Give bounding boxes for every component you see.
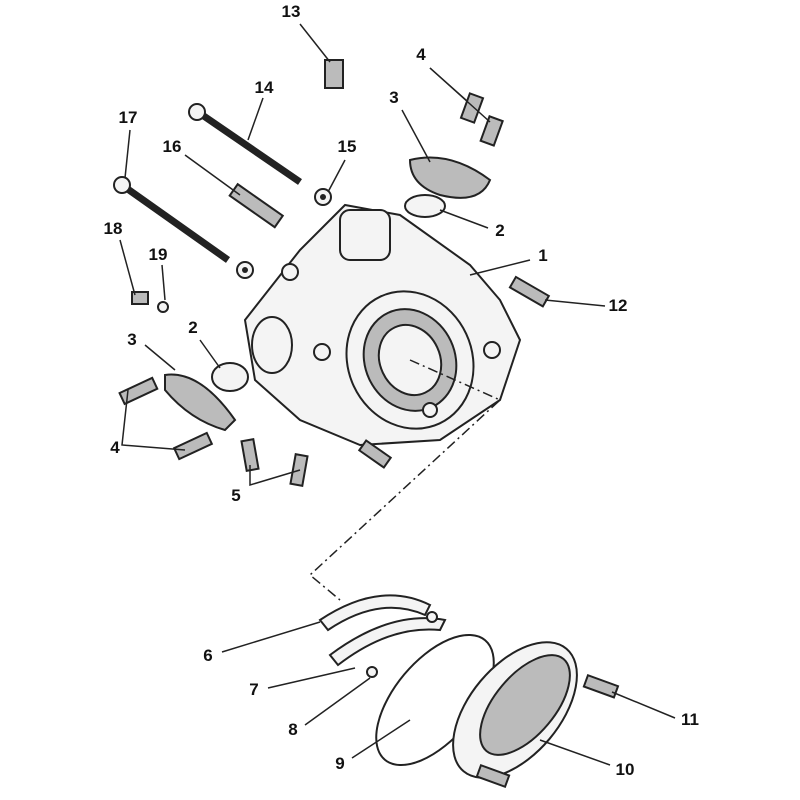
callout-6: 6 xyxy=(203,646,213,665)
callout-11: 11 xyxy=(681,710,699,729)
callout-16: 16 xyxy=(162,137,182,156)
callout-8: 8 xyxy=(288,720,298,739)
callout-1: 1 xyxy=(538,246,548,265)
callout-15: 15 xyxy=(337,137,357,156)
callout-18: 18 xyxy=(103,219,123,238)
callout-19: 19 xyxy=(148,245,168,264)
callout-2: 2 xyxy=(495,221,505,240)
callout-7: 7 xyxy=(249,680,259,699)
callout-3b: 3 xyxy=(127,330,137,349)
lower-assembly xyxy=(318,594,620,789)
throttle-body xyxy=(243,203,522,447)
leader-lines xyxy=(119,23,676,766)
callout-9: 9 xyxy=(335,754,345,773)
callout-4: 4 xyxy=(416,45,426,64)
callout-14: 14 xyxy=(254,78,274,97)
callout-17: 17 xyxy=(118,108,138,127)
callout-4b: 4 xyxy=(110,438,120,457)
callout-5: 5 xyxy=(231,486,241,505)
callout-12: 12 xyxy=(608,296,628,315)
callout-13: 13 xyxy=(281,2,301,21)
callout-3: 3 xyxy=(389,88,399,107)
callout-2b: 2 xyxy=(188,318,198,337)
callout-10: 10 xyxy=(615,760,635,779)
